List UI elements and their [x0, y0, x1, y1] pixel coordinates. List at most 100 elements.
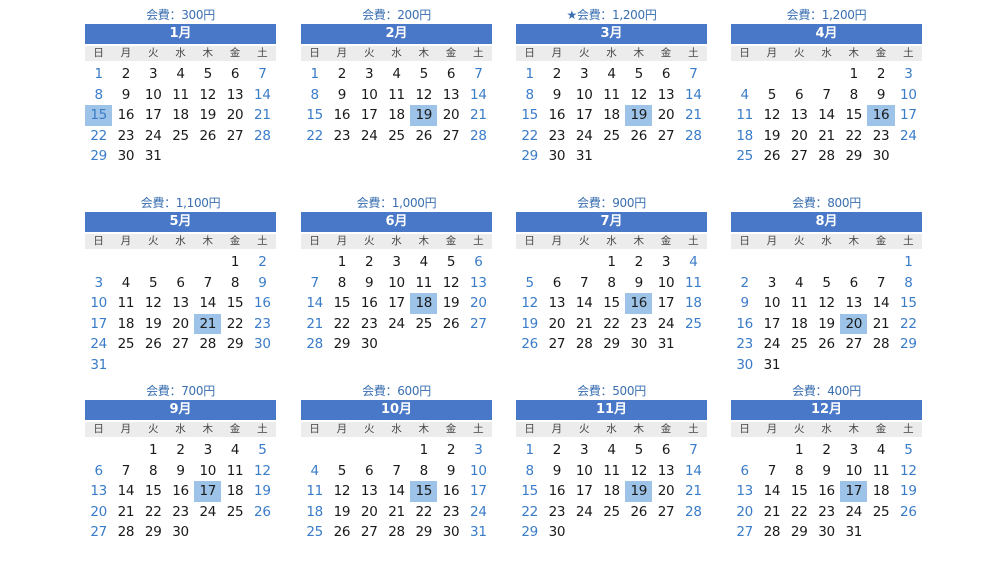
day-cell[interactable]: 12	[630, 86, 648, 103]
day-cell[interactable]: 24	[388, 315, 405, 332]
day-cell[interactable]: 11	[415, 274, 433, 291]
day-cell[interactable]: 2	[121, 66, 131, 83]
day-cell[interactable]: 13	[226, 86, 244, 103]
day-cell[interactable]: 29	[415, 524, 433, 541]
day-cell[interactable]: 26	[763, 148, 781, 165]
day-cell[interactable]: 29	[333, 336, 351, 353]
day-cell[interactable]: 19	[763, 127, 781, 144]
day-cell[interactable]: 4	[310, 462, 319, 479]
day-cell[interactable]: 20	[790, 127, 808, 144]
day-cell[interactable]: 9	[552, 462, 562, 479]
day-cell[interactable]: 15	[226, 295, 244, 312]
day-cell[interactable]: 15	[603, 295, 620, 312]
day-cell[interactable]: 3	[203, 442, 213, 459]
day-cell[interactable]: 20	[736, 503, 753, 520]
day-cell[interactable]: 8	[904, 274, 913, 291]
day-cell[interactable]: 17	[90, 315, 107, 332]
day-cell[interactable]: 18	[603, 107, 620, 124]
day-cell[interactable]: 20	[657, 483, 675, 500]
day-cell[interactable]: 2	[176, 442, 185, 459]
day-cell[interactable]: 26	[442, 315, 460, 332]
day-cell[interactable]: 10	[657, 274, 675, 291]
day-cell[interactable]: 22	[521, 503, 538, 520]
day-cell[interactable]: 11	[603, 86, 620, 103]
day-cell[interactable]: 17	[763, 315, 781, 332]
day-cell[interactable]: 24	[360, 127, 378, 144]
day-cell[interactable]: 24	[657, 315, 675, 332]
day-cell[interactable]: 29	[90, 148, 107, 165]
day-cell[interactable]: 1	[525, 442, 534, 459]
day-cell[interactable]: 12	[763, 107, 781, 124]
day-cell[interactable]: 22	[333, 315, 351, 332]
day-cell[interactable]: 17	[575, 107, 593, 124]
day-cell[interactable]: 27	[90, 524, 107, 541]
day-cell[interactable]: 3	[767, 274, 777, 291]
day-cell[interactable]: 22	[226, 315, 244, 332]
day-cell[interactable]: 22	[790, 503, 808, 520]
day-cell[interactable]: 7	[392, 462, 401, 479]
day-cell[interactable]: 23	[548, 127, 566, 144]
day-cell[interactable]: 7	[121, 462, 131, 479]
day-cell[interactable]: 24	[575, 503, 593, 520]
day-cell[interactable]: 5	[634, 442, 644, 459]
day-cell[interactable]: 26	[415, 127, 433, 144]
day-cell[interactable]: 28	[254, 127, 271, 144]
day-cell[interactable]: 13	[360, 483, 378, 500]
day-cell[interactable]: 1	[337, 254, 347, 271]
day-cell[interactable]: 4	[795, 274, 804, 291]
day-cell[interactable]: 15	[845, 107, 863, 124]
day-cell[interactable]: 22	[845, 127, 863, 144]
day-cell[interactable]: 28	[872, 336, 890, 353]
day-cell[interactable]: 18	[388, 107, 405, 124]
day-cell[interactable]: 29	[603, 336, 620, 353]
day-cell[interactable]: 12	[900, 462, 917, 479]
day-cell[interactable]: 10	[845, 462, 863, 479]
day-cell[interactable]: 5	[822, 274, 831, 291]
day-cell[interactable]: 4	[740, 86, 749, 103]
day-cell[interactable]: 27	[548, 336, 566, 353]
day-cell[interactable]: 9	[176, 462, 185, 479]
day-cell[interactable]: 9	[740, 295, 749, 312]
day-cell[interactable]: 10	[199, 462, 217, 479]
day-cell[interactable]: 19	[333, 503, 351, 520]
day-cell[interactable]: 27	[657, 503, 675, 520]
day-cell[interactable]: 30	[254, 336, 271, 353]
highlighted-day-cell[interactable]: 15	[85, 105, 113, 126]
day-cell[interactable]: 16	[442, 483, 460, 500]
day-cell[interactable]: 28	[685, 127, 702, 144]
day-cell[interactable]: 16	[548, 107, 566, 124]
day-cell[interactable]: 11	[306, 483, 323, 500]
day-cell[interactable]: 28	[470, 127, 487, 144]
day-cell[interactable]: 14	[470, 86, 487, 103]
day-cell[interactable]: 28	[199, 336, 217, 353]
day-cell[interactable]: 14	[818, 107, 835, 124]
day-cell[interactable]: 27	[442, 127, 460, 144]
day-cell[interactable]: 7	[258, 66, 267, 83]
day-cell[interactable]: 22	[603, 315, 620, 332]
day-cell[interactable]: 25	[172, 127, 189, 144]
day-cell[interactable]: 12	[333, 483, 351, 500]
day-cell[interactable]: 21	[306, 315, 323, 332]
day-cell[interactable]: 21	[685, 107, 702, 124]
day-cell[interactable]: 17	[388, 295, 405, 312]
day-cell[interactable]: 12	[415, 86, 433, 103]
day-cell[interactable]: 14	[388, 483, 405, 500]
day-cell[interactable]: 13	[845, 295, 863, 312]
day-cell[interactable]: 31	[470, 524, 487, 541]
day-cell[interactable]: 9	[634, 274, 644, 291]
day-cell[interactable]: 23	[736, 336, 753, 353]
day-cell[interactable]: 16	[333, 107, 351, 124]
day-cell[interactable]: 29	[845, 148, 863, 165]
day-cell[interactable]: 8	[149, 462, 158, 479]
day-cell[interactable]: 14	[199, 295, 217, 312]
day-cell[interactable]: 2	[258, 254, 267, 271]
day-cell[interactable]: 26	[254, 503, 271, 520]
highlighted-day-cell[interactable]: 21	[194, 313, 222, 334]
day-cell[interactable]: 21	[117, 503, 135, 520]
day-cell[interactable]: 20	[90, 503, 107, 520]
day-cell[interactable]: 25	[603, 503, 620, 520]
day-cell[interactable]: 25	[736, 148, 753, 165]
day-cell[interactable]: 12	[254, 462, 271, 479]
day-cell[interactable]: 11	[117, 295, 135, 312]
day-cell[interactable]: 27	[657, 127, 675, 144]
